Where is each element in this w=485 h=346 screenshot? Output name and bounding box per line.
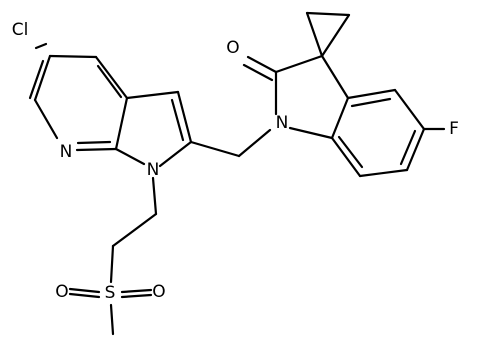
methylsulfonylethyl-chain xyxy=(68,176,158,336)
sulfonyl-oxygen-left-label: O xyxy=(55,282,68,302)
pyrrole-ring xyxy=(114,90,193,168)
pyridine-ring xyxy=(28,42,129,152)
sulfur-label: S xyxy=(105,283,116,303)
oxindole-nitrogen-label: N xyxy=(276,113,289,133)
methylene-linker xyxy=(189,128,272,158)
pyrrole-nitrogen-label: N xyxy=(147,160,160,180)
carbonyl-oxygen-label: O xyxy=(226,38,239,58)
oxindole-lactam-ring xyxy=(242,54,350,140)
benzene-ring xyxy=(330,88,446,178)
chlorine-label: Cl xyxy=(12,20,29,40)
pyridine-nitrogen-label: N xyxy=(60,142,73,162)
sulfonyl-oxygen-right-label: O xyxy=(152,282,165,302)
spiro-cyclopropane xyxy=(305,11,351,58)
atom-labels: Cl N N N O F O S O xyxy=(12,20,459,303)
fluorine-label: F xyxy=(449,119,459,139)
